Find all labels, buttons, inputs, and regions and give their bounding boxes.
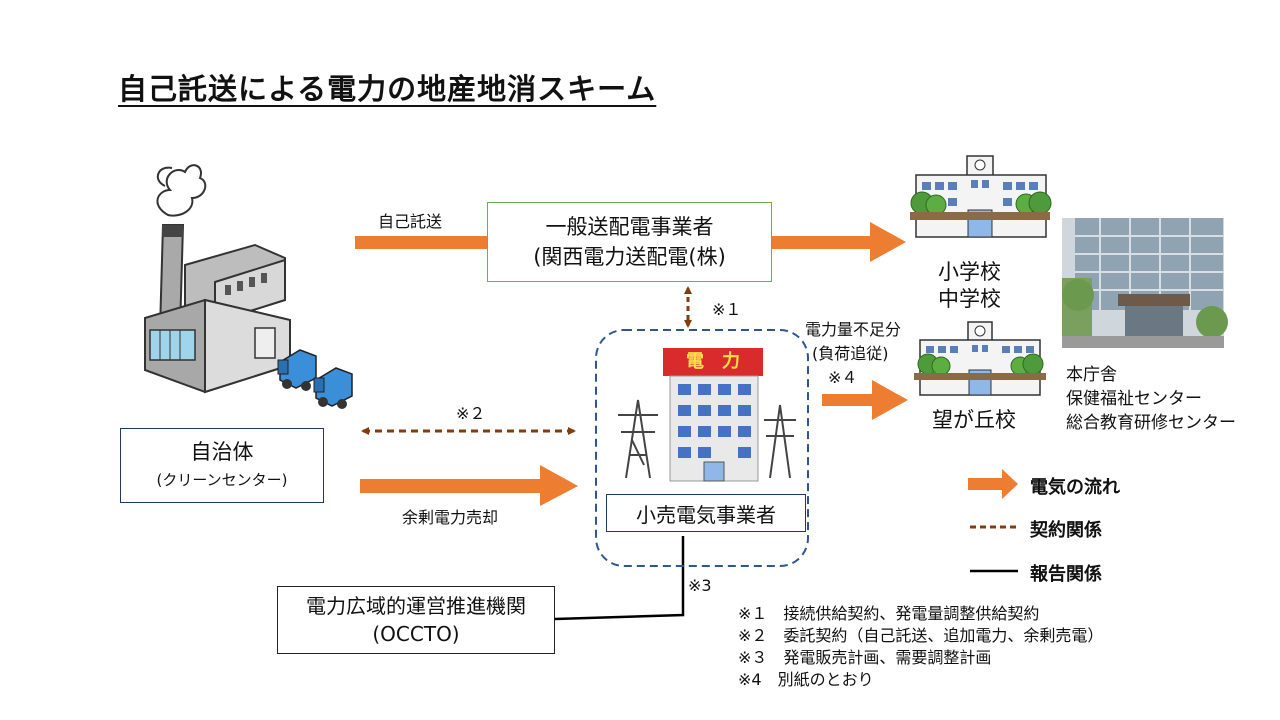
transmission-tower-icon [618,399,796,479]
power-company-sign: 電 力 [686,351,740,372]
shortage-line2: (負荷追従) [812,344,889,363]
grid-operator-line1: 一般送配電事業者 [545,215,714,239]
surplus-sale-label: 余剰電力売却 [402,508,499,527]
municipality-line2: (クリーンセンター) [156,470,288,489]
footnote-1: ※１ 接続供給契約、発電量調整供給契約 [738,604,1040,623]
garbage-truck-icon [277,349,353,409]
shortage-line1: 電力量不足分 [805,320,902,339]
school-building-icon [914,321,1046,396]
legend-power-flow-arrow [968,469,1018,499]
office-line1: 本庁舎 [1066,365,1117,385]
mark1-label: ※１ [712,300,742,319]
office-line2: 保健福祉センター [1066,389,1202,409]
grid-operator-box: 一般送配電事業者 (関西電力送配電(株) [487,202,772,282]
legend-power-flow-label: 電気の流れ [1030,477,1120,498]
schools-line1: 小学校 [938,260,1001,284]
legend-contract-label: 契約関係 [1030,520,1102,541]
self-wheeling-label: 自己託送 [378,212,443,231]
retailer-box: 小売電気事業者 [606,494,806,532]
municipality-box: 自治体 (クリーンセンター) [120,428,324,503]
arrow-factory-to-grid [355,236,487,249]
factory-icon [144,164,291,394]
arrow-municipality-to-retailer [360,465,578,506]
occto-box: 電力広域的運営推進機関 (OCCTO) [277,586,555,654]
mark4-label: ※４ [828,368,858,387]
arrow-grid-to-schools [772,222,906,262]
footnote-2: ※２ 委託契約（自己託送、追加電力、余剰売電） [738,626,1104,645]
page-title: 自己託送による電力の地産地消スキーム [118,72,657,106]
footnote-4: ※4 別紙のとおり [738,670,874,689]
occto-line1: 電力広域的運営推進機関 [306,594,526,618]
occto-line2: (OCCTO) [372,622,460,646]
report-line-retailer-occto [554,536,685,621]
office-building-icon [1062,218,1228,348]
municipality-line1: 自治体 [190,439,254,464]
footnotes: ※１ 接続供給契約、発電量調整供給契約 ※２ 委託契約（自己託送、追加電力、余剰… [738,603,1103,691]
footnote-3: ※３ 発電販売計画、需要調整計画 [738,648,992,667]
mark3-label: ※3 [688,576,712,595]
power-company-icon [663,348,763,482]
power-flow-arrows [355,222,908,506]
grid-operator-line2: (関西電力送配電(株) [533,245,726,269]
nozomigaoka-label: 望が丘校 [932,408,1016,432]
office-line3: 総合教育研修センター [1066,413,1236,433]
retailer-label: 小売電気事業者 [636,502,776,527]
retailer-group-frame [595,329,809,567]
mark2-label: ※２ [456,404,486,423]
school-building-icon [910,155,1052,238]
legend-report-label: 報告関係 [1030,564,1102,585]
arrow-retailer-to-nozomigaoka [822,380,908,420]
schools-line2: 中学校 [938,287,1001,311]
